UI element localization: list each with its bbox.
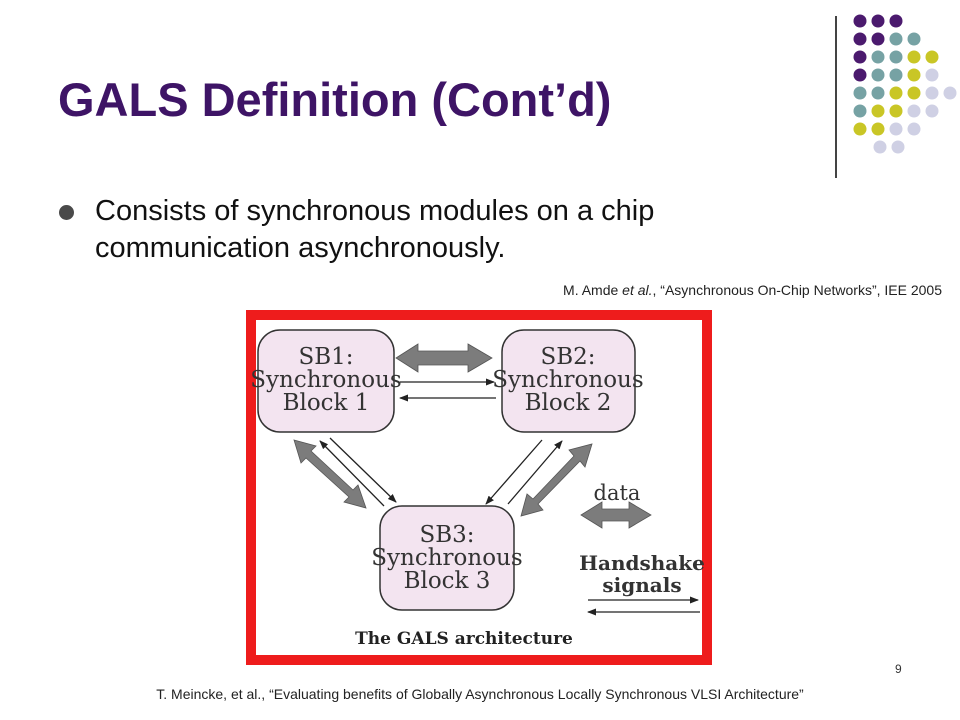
decorative-dot — [907, 122, 921, 136]
handshake-arrow-sb1-to-sb3-a — [329, 437, 397, 503]
handshake-arrow-sb3-to-sb1-b — [319, 440, 385, 507]
decorative-dot — [871, 104, 885, 118]
citation-top: M. Amde et al., “Asynchronous On-Chip Ne… — [563, 282, 942, 298]
sb2-line2: Synchronous — [492, 367, 643, 393]
sb2-line1: SB2: — [540, 344, 595, 370]
legend-handshake-label-line1: Handshake — [579, 551, 705, 575]
decorative-dot — [907, 68, 921, 82]
bullet-text: Consists of synchronous modules on a chi… — [95, 195, 655, 264]
decorative-dot — [871, 50, 885, 64]
decorative-dot — [925, 86, 939, 100]
decorative-dot — [889, 50, 903, 64]
decorative-dot — [853, 86, 867, 100]
decorative-dot — [853, 14, 867, 28]
decorative-dot — [925, 50, 939, 64]
decorative-dot — [871, 86, 885, 100]
legend-data-label: data — [594, 481, 641, 505]
sb3-line3: Block 3 — [404, 568, 491, 594]
handshake-arrow-sb2-to-sb3-a — [485, 439, 543, 505]
data-arrow-sb2-sb3 — [520, 443, 593, 517]
decorative-divider-line — [835, 16, 837, 178]
sb1-line1: SB1: — [298, 344, 353, 370]
decorative-dot — [907, 32, 921, 46]
data-arrow-sb1-sb3 — [293, 439, 367, 509]
decorative-dot — [925, 104, 939, 118]
decorative-dot — [889, 14, 903, 28]
block-sb1: SB1: Synchronous Block 1 — [250, 329, 402, 433]
citation-bottom: T. Meincke, et al., “Evaluating benefits… — [156, 686, 804, 702]
gals-architecture-figure: SB1: Synchronous Block 1 SB2: Synchronou… — [246, 310, 712, 670]
sb1-line2: Synchronous — [250, 367, 401, 393]
sb2-line3: Block 2 — [525, 390, 612, 416]
decorative-dot — [907, 86, 921, 100]
handshake-arrow-sb3-to-sb2-b — [507, 440, 563, 505]
decorative-dot — [853, 68, 867, 82]
legend-handshake-label-line2: signals — [602, 573, 681, 597]
decorative-dot — [873, 140, 887, 154]
decorative-dot — [871, 32, 885, 46]
decorative-dot — [907, 50, 921, 64]
decorative-dot — [943, 86, 957, 100]
decorative-dot — [889, 122, 903, 136]
legend-data-arrow — [580, 501, 652, 529]
citation-top-et-al: et al. — [622, 282, 653, 298]
decorative-dot — [853, 32, 867, 46]
decorative-dot — [853, 50, 867, 64]
slide-title: GALS Definition (Cont’d) — [58, 73, 612, 126]
citation-top-suffix: , “Asynchronous On-Chip Networks”, IEE 2… — [652, 282, 942, 298]
bullet-icon — [59, 205, 74, 220]
decorative-dot — [889, 32, 903, 46]
decorative-dot — [889, 86, 903, 100]
decorative-dot — [871, 14, 885, 28]
decorative-dot — [907, 104, 921, 118]
gals-diagram: SB1: Synchronous Block 1 SB2: Synchronou… — [246, 310, 712, 665]
sb3-line1: SB3: — [419, 522, 474, 548]
decorative-dot — [889, 68, 903, 82]
decorative-dot — [891, 140, 905, 154]
figure-red-frame — [246, 310, 712, 665]
decorative-dot — [889, 104, 903, 118]
decorative-dot — [853, 104, 867, 118]
decorative-dot — [871, 68, 885, 82]
data-arrow-sb1-sb2 — [395, 343, 493, 373]
decorative-dot — [925, 68, 939, 82]
page-number: 9 — [895, 662, 902, 676]
decorative-dot — [871, 122, 885, 136]
figure-caption: The GALS architecture — [355, 629, 573, 649]
citation-top-prefix: M. Amde — [563, 282, 623, 298]
block-sb2: SB2: Synchronous Block 2 — [492, 329, 644, 433]
sb1-line3: Block 1 — [283, 390, 370, 416]
block-sb3: SB3: Synchronous Block 3 — [371, 505, 523, 611]
decorative-dot — [853, 122, 867, 136]
sb3-line2: Synchronous — [371, 545, 522, 571]
